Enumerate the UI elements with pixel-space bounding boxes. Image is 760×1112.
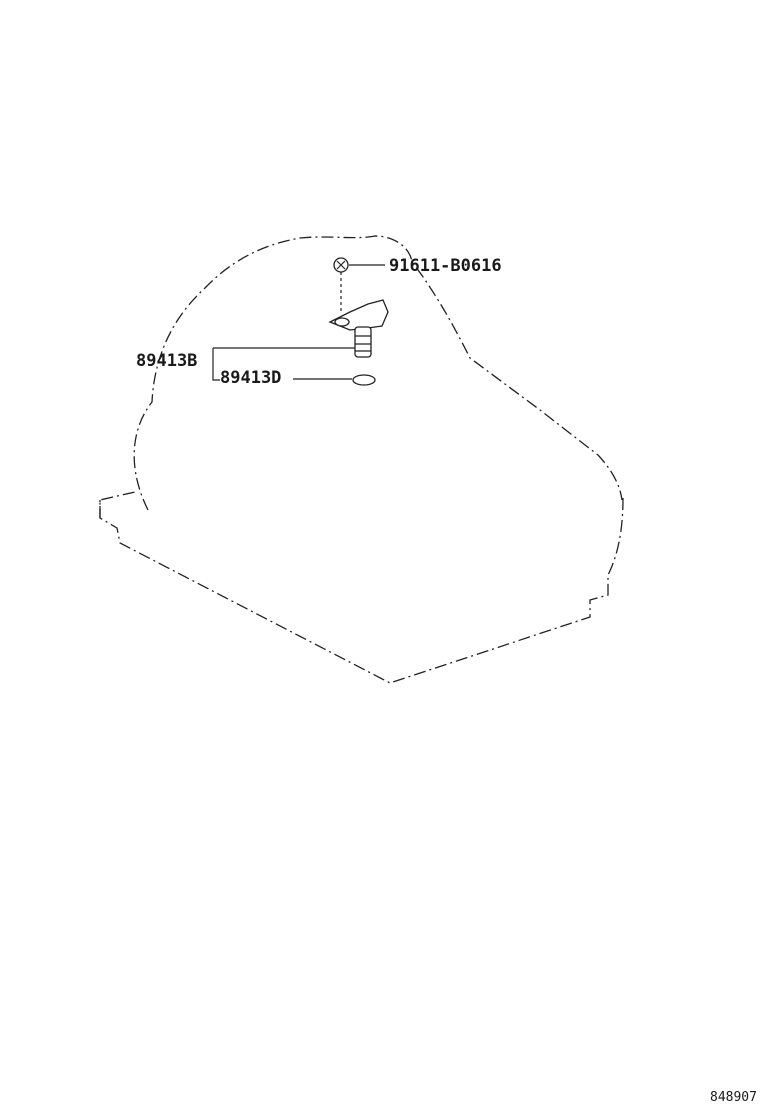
part-number-sensor: 89413B — [136, 351, 197, 371]
o-ring-icon — [352, 374, 376, 386]
transmission-housing-outline — [99, 235, 624, 684]
part-number-o-ring: 89413D — [220, 368, 281, 388]
part-number-bolt: 91611-B0616 — [389, 256, 502, 276]
bolt-icon — [333, 257, 349, 273]
figure-number: 848907 — [710, 1090, 757, 1105]
label-bracket — [212, 348, 220, 381]
speed-sensor-icon — [328, 299, 389, 358]
